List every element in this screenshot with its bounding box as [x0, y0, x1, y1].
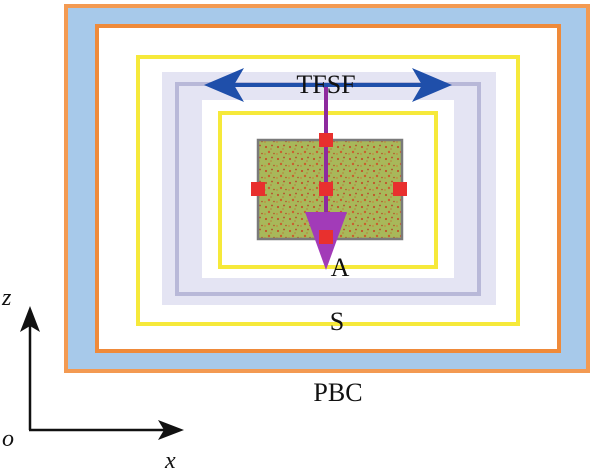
marker-right	[393, 182, 407, 196]
z-axis-arrow-icon	[20, 306, 40, 332]
marker-center	[319, 182, 333, 196]
a-label: A	[331, 253, 350, 282]
pbc-label: PBC	[313, 378, 362, 407]
marker-top	[319, 133, 333, 147]
origin-label: o	[2, 426, 14, 452]
marker-left	[251, 182, 265, 196]
polarization-right-arrow-icon	[412, 68, 452, 102]
tfsf-label: TFSF	[296, 70, 355, 99]
x-axis-arrow-icon	[158, 420, 184, 440]
s-label: S	[330, 307, 344, 336]
polarization-left-arrow-icon	[204, 68, 244, 102]
x-axis-label: x	[164, 448, 176, 474]
marker-bottom	[319, 230, 333, 244]
z-axis-label: z	[1, 285, 12, 311]
